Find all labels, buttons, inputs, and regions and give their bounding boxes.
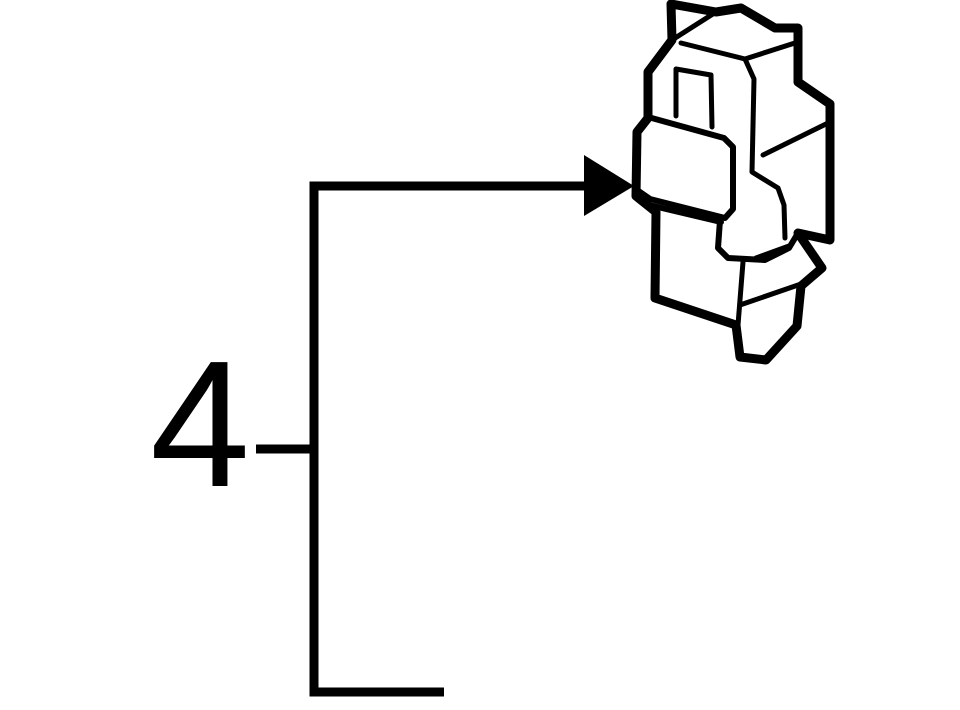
top-ridge (678, 39, 801, 62)
callout-number-label: 4 (150, 324, 251, 525)
bracket-line (309, 181, 590, 697)
arrowhead (584, 155, 634, 216)
front-face (634, 114, 736, 221)
lower-lug-inner (753, 243, 792, 261)
center-edge (742, 56, 788, 241)
top-diagonal (669, 9, 719, 43)
lower-lug-left (735, 259, 746, 328)
latch-tab (673, 66, 715, 130)
side-diagonal (760, 120, 831, 158)
lower-lug-top (737, 281, 804, 308)
connector-part-icon (631, 0, 835, 365)
front-face-lower-edge (642, 201, 724, 225)
